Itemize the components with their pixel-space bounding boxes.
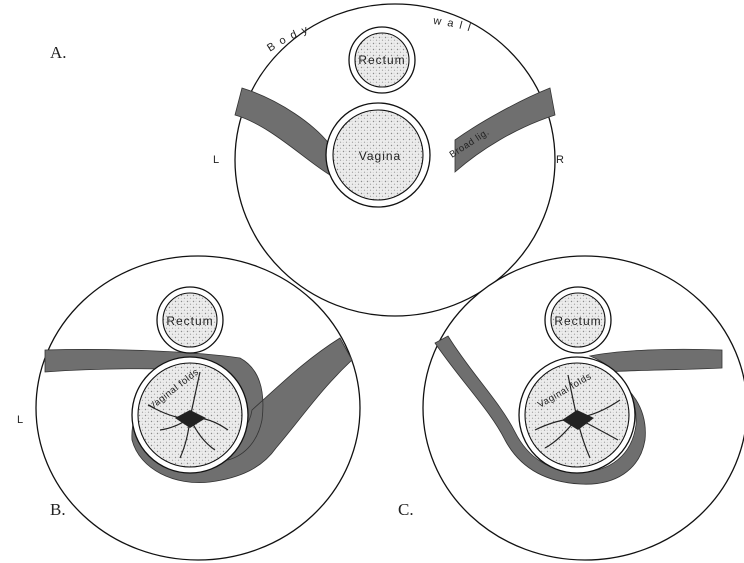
panel-a-left-label: L — [213, 154, 219, 166]
panel-b: Vaginal folds Rectum L B. — [17, 256, 360, 560]
panel-a-vagina-label: Vagina — [359, 149, 401, 163]
panel-a-right-label: R — [556, 154, 564, 166]
panel-b-rectum-label: Rectum — [166, 314, 213, 328]
panel-b-label: B. — [50, 500, 66, 519]
panel-c-rectum-label: Rectum — [554, 314, 601, 328]
panel-c-label: C. — [398, 500, 414, 519]
panel-b-left-label: L — [17, 414, 23, 426]
panel-a: Rectum Vagina Broad lig. Body wall L R A… — [50, 4, 564, 316]
panel-a-rectum-label: Rectum — [358, 53, 405, 67]
panel-a-label: A. — [50, 43, 67, 62]
